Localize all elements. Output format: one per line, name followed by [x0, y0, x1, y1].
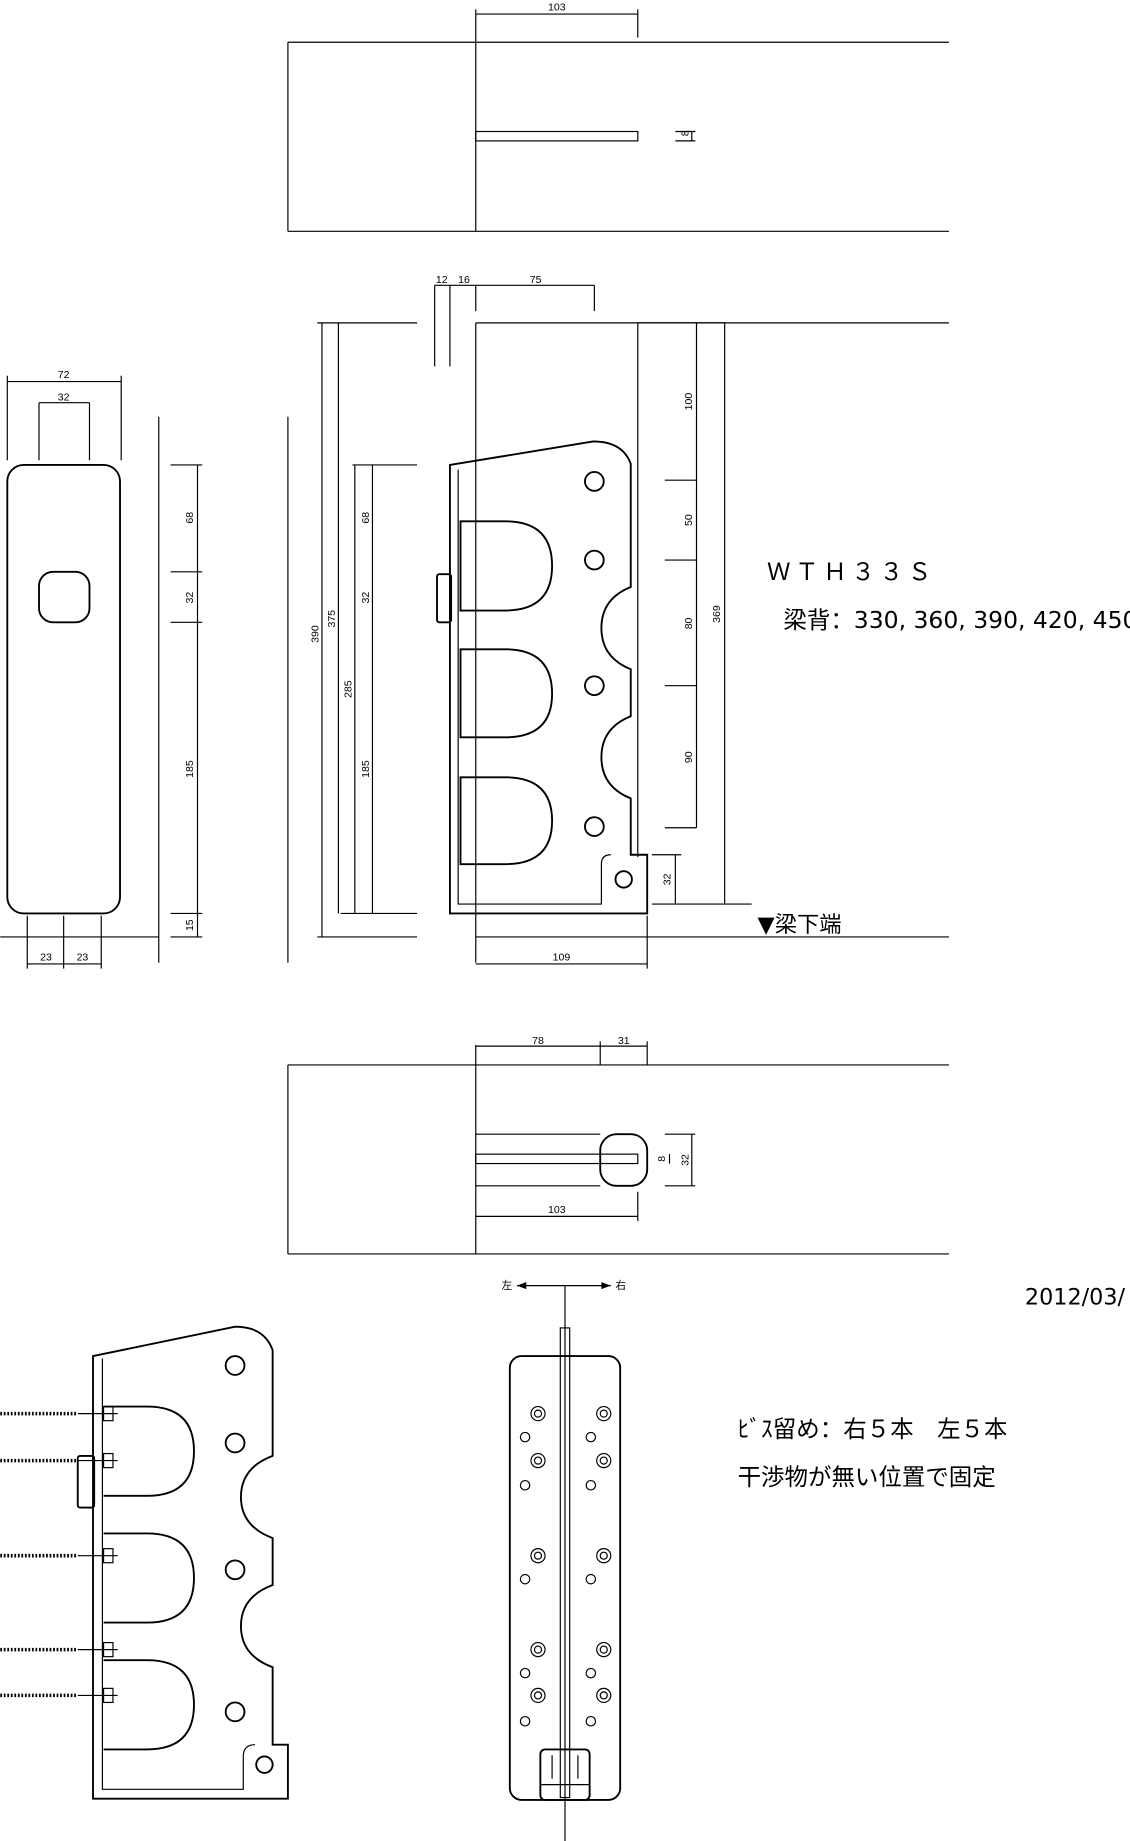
direction-right: 右: [615, 1279, 626, 1292]
dim-15: 15: [184, 919, 196, 931]
front-view: 72 32 68 32 185 15 23 23: [0, 369, 203, 969]
dim-369: 369: [711, 605, 723, 623]
back-view: 左 右: [502, 1279, 626, 1841]
dim-75: 75: [530, 274, 542, 286]
dim-32c: 32: [58, 391, 70, 403]
bracket-with-screws: [0, 1325, 289, 1800]
dim-32: 32: [360, 592, 372, 604]
dim-32e: 32: [679, 1154, 691, 1166]
bottom-view: 78 31 8 32 103: [287, 1035, 949, 1255]
dim-103b: 103: [548, 1204, 566, 1216]
top-view: 103 8: [287, 2, 949, 232]
dim-285: 285: [342, 680, 354, 698]
dim-8: 8: [679, 130, 691, 136]
dim-375: 375: [326, 610, 338, 628]
placement-note: 干渉物が無い位置で固定: [738, 1463, 996, 1491]
dim-23a: 23: [40, 951, 52, 963]
dim-32d: 32: [184, 592, 196, 604]
date: 2012/03/: [1025, 1284, 1126, 1310]
beam-heights: 梁背：330, 360, 390, 420, 450: [783, 606, 1130, 634]
dim-23b: 23: [77, 951, 89, 963]
dim-390: 390: [309, 625, 321, 643]
beam-bottom-label: ▼梁下端: [758, 912, 842, 938]
side-view: 12 16 75 390 375 285 185 68 32 100 50 80…: [287, 274, 949, 969]
screw-note: ﾋﾞｽ留め：右５本 左５本: [738, 1415, 1008, 1443]
dim-90: 90: [683, 751, 695, 763]
dim-8b: 8: [656, 1156, 668, 1162]
dim-50: 50: [683, 514, 695, 526]
dim-68b: 68: [184, 512, 196, 524]
dim-16: 16: [458, 274, 470, 286]
dim-109: 109: [553, 951, 571, 963]
direction-left: 左: [502, 1279, 513, 1292]
dim-80: 80: [683, 617, 695, 629]
dim-100: 100: [683, 393, 695, 411]
dim-103: 103: [548, 2, 566, 14]
dim-12: 12: [436, 274, 448, 286]
dim-185b: 185: [184, 760, 196, 778]
model-name: ＷＴＨ３３Ｓ: [767, 558, 936, 586]
dim-31: 31: [618, 1035, 630, 1047]
dim-185: 185: [360, 760, 372, 778]
dim-72: 72: [58, 369, 70, 381]
dim-78: 78: [532, 1035, 544, 1047]
dim-68: 68: [360, 512, 372, 524]
dim-32b: 32: [662, 873, 674, 885]
